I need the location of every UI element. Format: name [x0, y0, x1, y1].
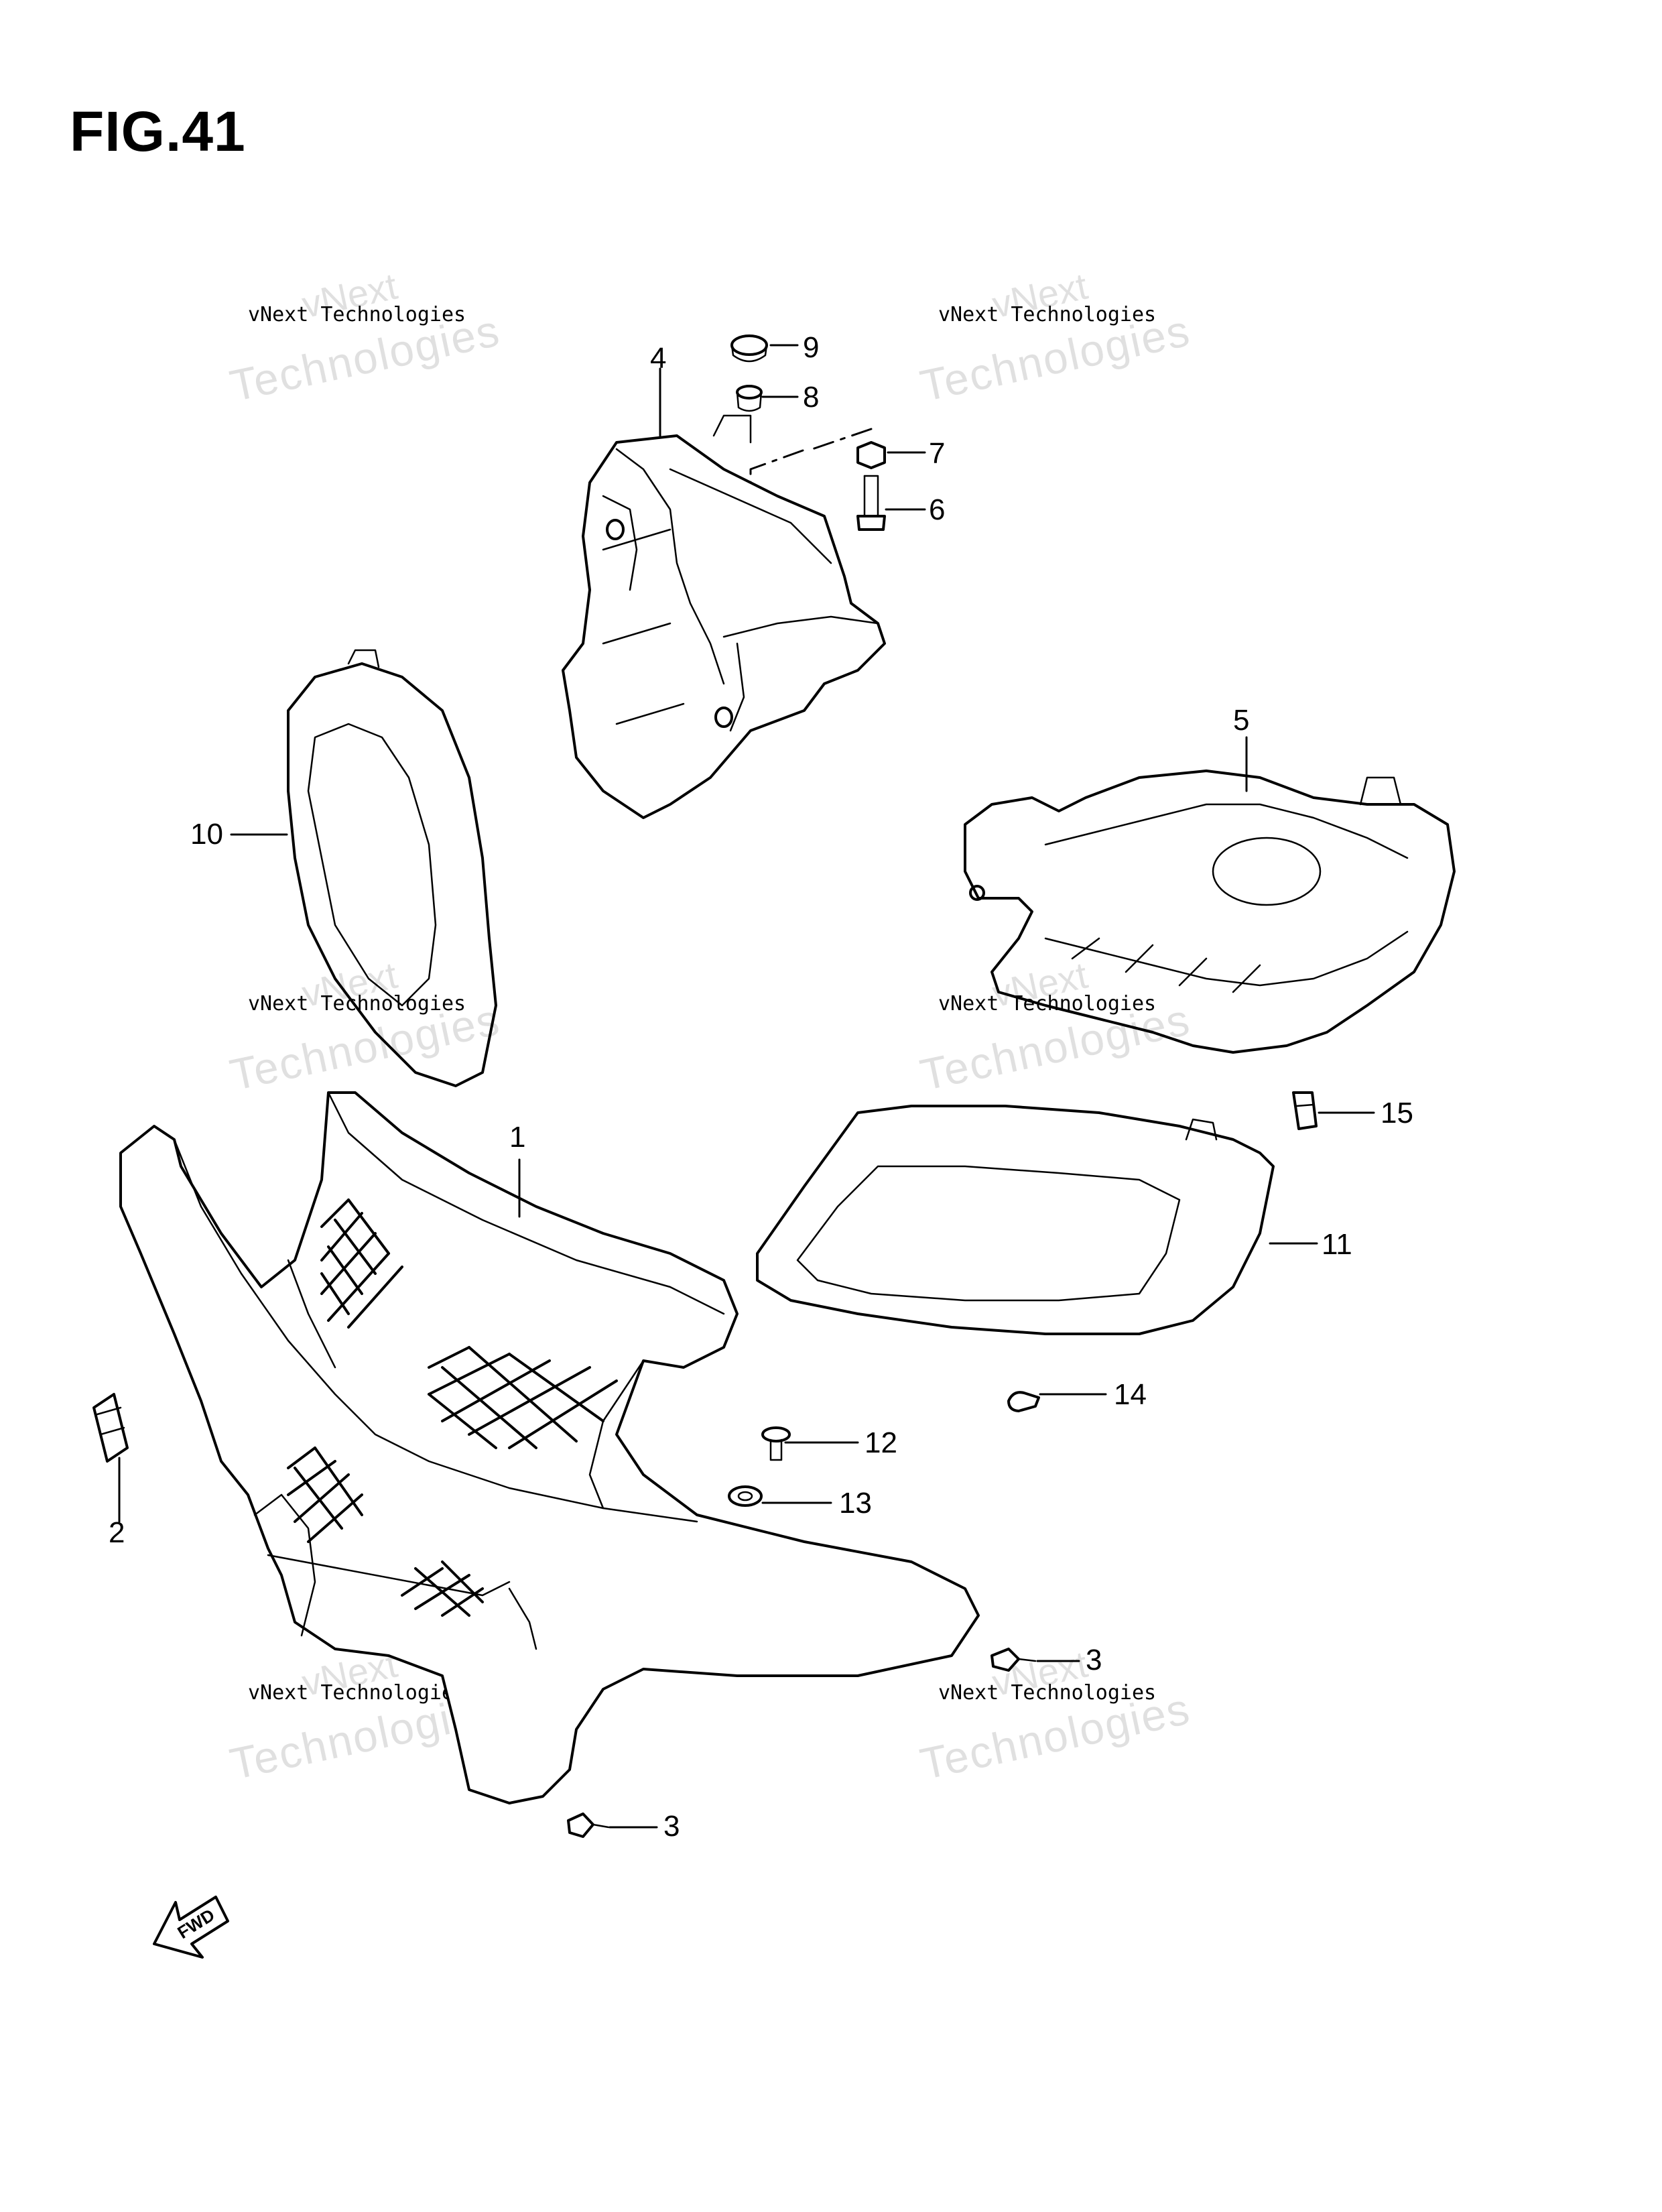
figure-title: FIG.41	[70, 100, 246, 163]
callout-13: 13	[839, 1487, 872, 1520]
callout-8: 8	[803, 381, 820, 414]
bezel-tab	[1185, 1118, 1218, 1141]
cover-left-vent	[253, 1493, 316, 1637]
bezel-outline	[756, 1105, 1275, 1335]
cover-inner-line	[287, 1259, 336, 1369]
tray-hole	[969, 885, 985, 901]
fwd-arrow-shape	[153, 1896, 229, 1959]
tray-rim	[1044, 803, 1409, 859]
part-3-rivet-lower	[567, 1812, 610, 1838]
tray-floor	[1044, 930, 1409, 987]
part-2-emblem	[92, 1393, 129, 1463]
housing-outline	[562, 434, 886, 819]
part-13-grommet	[728, 1485, 763, 1507]
cover-grille-edge	[588, 1359, 645, 1510]
rivet-outline	[567, 1812, 594, 1838]
callout-15: 15	[1381, 1097, 1413, 1129]
housing-hole	[606, 519, 625, 540]
bezel-tab	[347, 649, 380, 668]
nut-outline	[856, 441, 886, 469]
rivet-pin	[1017, 1658, 1037, 1662]
collar-top	[736, 385, 763, 400]
bezel-opening	[796, 1165, 1181, 1302]
part-11-bezel	[756, 1105, 1275, 1335]
tray-outline	[964, 770, 1456, 1054]
part-15-clip	[1292, 1091, 1318, 1130]
bolt-head	[856, 515, 886, 531]
housing-hole	[714, 706, 733, 728]
callout-12: 12	[865, 1426, 897, 1459]
part-6-bolt	[856, 475, 886, 531]
grommet-outline	[728, 1485, 763, 1507]
housing-inner-edge	[615, 448, 725, 685]
part-3-rivet-upper	[990, 1648, 1037, 1672]
bezel-opening	[307, 723, 437, 1007]
housing-tab	[712, 414, 752, 444]
callout-4: 4	[650, 342, 667, 375]
rivet-outline	[990, 1648, 1020, 1672]
part-7-nut	[856, 441, 886, 469]
clip-edge	[1295, 1103, 1315, 1107]
part-12-screw	[761, 1426, 791, 1461]
leader-dash-bolt-2	[749, 449, 804, 484]
callout-11: 11	[1322, 1228, 1352, 1261]
callout-2: 2	[109, 1516, 125, 1549]
grommet-body	[730, 344, 768, 363]
leader-dash-bolt	[811, 428, 873, 450]
leader-lines	[118, 344, 1375, 1829]
callout-6: 6	[929, 493, 946, 526]
part-1-front-cover	[119, 1091, 980, 1804]
fwd-arrow-icon: FWD	[153, 1896, 229, 1959]
part-14-screw	[1007, 1391, 1040, 1412]
tray-opening	[1212, 837, 1322, 906]
screw-head	[761, 1426, 791, 1442]
housing-lip	[722, 615, 879, 638]
callout-7: 7	[929, 437, 946, 470]
callout-5: 5	[1233, 704, 1250, 737]
screw-shank	[769, 1438, 783, 1461]
cover-top-ridge	[327, 1091, 725, 1315]
part-4-housing	[562, 414, 886, 819]
callout-9: 9	[803, 331, 820, 364]
tray-ribs	[1071, 937, 1261, 993]
housing-ribs	[602, 528, 685, 725]
bezel-outline	[287, 662, 497, 1087]
rivet-pin	[592, 1823, 610, 1829]
grommet-top	[730, 334, 768, 356]
grommet-hole	[737, 1491, 753, 1501]
part-10-bezel	[287, 649, 497, 1087]
screw-outline	[1007, 1391, 1040, 1412]
callout-10: 10	[190, 818, 223, 851]
housing-rib	[602, 495, 638, 591]
housing-side	[729, 642, 745, 732]
emblem-mark	[96, 1406, 125, 1436]
bolt-shank	[863, 475, 879, 517]
callout-3-upper: 3	[1086, 1644, 1102, 1676]
cover-outline	[119, 1091, 980, 1804]
cover-crossbar	[267, 1554, 511, 1597]
cover-mesh	[287, 1199, 618, 1617]
callout-3-lower: 3	[663, 1810, 680, 1843]
part-5-tray	[964, 770, 1456, 1054]
cover-right-vent	[508, 1587, 537, 1650]
part-8-collar	[736, 385, 763, 412]
cover-upper-edge	[173, 1138, 698, 1523]
clip-outline	[1292, 1091, 1318, 1130]
collar-body	[736, 391, 763, 412]
housing-rim	[669, 468, 832, 564]
tray-tab	[1359, 776, 1402, 806]
part-9-grommet	[730, 334, 768, 363]
callout-1: 1	[509, 1121, 526, 1154]
callout-14: 14	[1114, 1378, 1147, 1411]
